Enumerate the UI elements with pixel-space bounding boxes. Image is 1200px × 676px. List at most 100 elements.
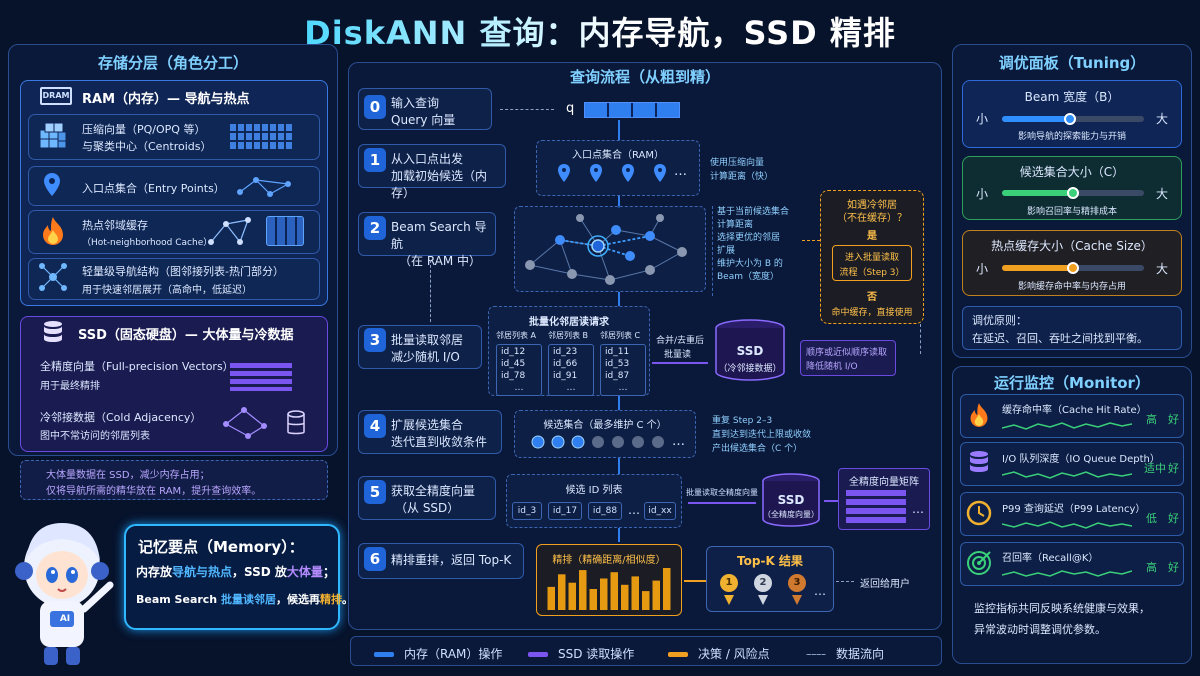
sparkline-cache (1001, 418, 1133, 437)
legend-swatch-ram (374, 652, 394, 657)
flow-arrow (920, 324, 921, 354)
rerank-bar (652, 580, 660, 610)
neighbor-list-a-box: id_12 id_45 id_78 … (496, 344, 542, 396)
rerank-bar (579, 570, 587, 610)
decision-box-line1: 进入批量读取 (844, 253, 899, 263)
legend-swatch-ssd (528, 652, 548, 657)
storage-note-line2: 仅将导航所需的精华放在 RAM，提升查询效率。 (46, 486, 262, 497)
pq-grid-cell (270, 142, 276, 149)
slider-cand-knob[interactable] (1067, 187, 1079, 199)
flow-arrow (802, 240, 820, 241)
full-matrix-rows (846, 490, 906, 524)
decision-box (820, 190, 924, 324)
slider-cache-track[interactable] (1002, 262, 1144, 274)
flow-arrow (430, 260, 431, 322)
flow-arrow (618, 196, 620, 208)
ram-item-pq-sub: 与聚类中心（Centroids） (82, 140, 212, 153)
flow-arrow (618, 396, 620, 410)
ssd-item-full-sub: 用于最终精排 (40, 381, 100, 392)
merge-label-1: 合并/去重后 (656, 336, 705, 346)
batch-full-label: 批量读取全精度向量 (686, 488, 758, 497)
pq-grid-cell (254, 133, 260, 140)
pq-grid-cell (238, 142, 244, 149)
candidate-id: id_xx (644, 502, 676, 520)
step-5-line2: （从 SSD） (395, 501, 460, 515)
neighbor-ellipsis: … (514, 383, 524, 393)
legend-ssd-label: SSD 读取操作 (558, 647, 635, 661)
full-vector-bars-icon (230, 363, 292, 391)
entry-ellipsis: … (674, 164, 687, 179)
pq-grid-cell (278, 142, 284, 149)
decision-batch-box (832, 245, 912, 281)
ram-item-entry-label: 入口点集合（Entry Points） (82, 182, 225, 195)
monitor-p99 (960, 492, 1184, 536)
flow-arrow (618, 292, 620, 306)
beam-note-2: 计算距离 (717, 220, 754, 230)
slider-cache-knob[interactable] (1067, 262, 1079, 274)
step-1-line2: 加载初始候选（内存） (391, 169, 488, 200)
flow-panel-title: 查询流程（从粗到精） (569, 68, 720, 86)
rerank-title: 精排（精确距离/相似度） (552, 555, 666, 566)
flow-arrow (684, 580, 706, 582)
monitor-cache-v2: 好 (1168, 413, 1179, 426)
clock-icon (966, 500, 992, 530)
decision-no: 否 (867, 292, 877, 303)
gold-medal-icon: 1 (720, 574, 738, 592)
slider-cand-track[interactable] (1002, 187, 1144, 199)
pq-grid-cell (246, 142, 252, 149)
hot-graph-icon (206, 214, 256, 252)
monitor-recall-label: 召回率（Recall@K） (1002, 553, 1099, 564)
flow-arrow (618, 120, 620, 140)
step-4-line2: 迭代直到收敛条件 (391, 435, 488, 449)
pq-grid-cell (238, 133, 244, 140)
step-1-number: 1 (364, 148, 386, 172)
candidate-notes: 重复 Step 2–3 直到达到迭代上限或收敛 产出候选集合（C 个） (712, 414, 811, 456)
legend-ssd: SSD 读取操作 (528, 645, 634, 662)
page-title-text: DiskANN 查询：内存导航，SSD 精排 (304, 14, 896, 52)
principle-title: 调优原则： (972, 314, 1027, 327)
memory-line2-b: 批量读邻居 (220, 593, 276, 606)
ram-item-nav-sub: 用于快速邻居展开（高命中，低延迟） (82, 285, 252, 296)
rerank-bar (600, 578, 608, 610)
monitor-note-1: 监控指标共同反映系统健康与效果， (974, 602, 1150, 615)
cube-icon (38, 120, 70, 156)
monitor-title: 运行监控（Monitor） (994, 374, 1150, 392)
tuning-title: 调优面板（Tuning） (998, 54, 1146, 72)
seq-read-1: 顺序或近似顺序读取 (806, 348, 888, 358)
memory-line1: 内存放导航与热点，SSD 放大体量； (136, 563, 335, 580)
slider-cand-min: 小 (976, 187, 989, 201)
flow-arrow (836, 581, 854, 582)
monitor-recall-v2: 好 (1168, 561, 1179, 574)
pq-grid-cell (230, 133, 236, 140)
cache-grid-icon (266, 216, 304, 246)
slider-beam-track[interactable] (1002, 113, 1144, 125)
neighbor-id: id_45 (501, 359, 526, 369)
rerank-bar (631, 576, 639, 610)
legend-decision: 决策 / 风险点 (668, 645, 770, 662)
page-title: DiskANN 查询：内存导航，SSD 精排 (0, 8, 1200, 54)
entry-note-2: 计算距离（快） (710, 172, 774, 182)
slider-beam-knob[interactable] (1064, 113, 1077, 125)
slider-beam-desc: 影响导航的探索能力与开销 (1017, 132, 1126, 142)
medal-ribbons (720, 592, 810, 611)
monitor-io-v1: 适中 (1144, 462, 1166, 475)
database-icon (42, 320, 64, 350)
mascot-illustration (10, 505, 120, 674)
rerank-bar (558, 574, 566, 610)
flame-icon (40, 216, 66, 250)
candidate-set-title: 候选集合（最多维护 C 个） (543, 420, 667, 431)
pq-grid-cell (254, 124, 260, 131)
query-symbol: q (566, 101, 575, 116)
decision-question-2: （不在缓存）？ (837, 213, 907, 224)
ssd-full-sub: （全精度向量） (763, 510, 819, 519)
memory-line2: Beam Search 批量读邻居，候选再精排。 (136, 591, 353, 607)
monitor-note-2: 异常波动时调整调优参数。 (974, 623, 1106, 636)
slider-beam-min: 小 (976, 112, 989, 126)
memory-line1-b: 导航与热点 (172, 565, 233, 579)
legend-flow: 数据流向 (806, 645, 884, 662)
slider-beam-title: Beam 宽度（B） (1024, 90, 1120, 104)
neighbor-list-c: 邻居列表 C id_11 id_53 id_87 … (600, 330, 646, 396)
ssd-cold-label: SSD (736, 344, 764, 358)
neighbor-list-a: 邻居列表 A id_12 id_45 id_78 … (496, 330, 542, 396)
step-6-number: 6 (364, 547, 386, 571)
